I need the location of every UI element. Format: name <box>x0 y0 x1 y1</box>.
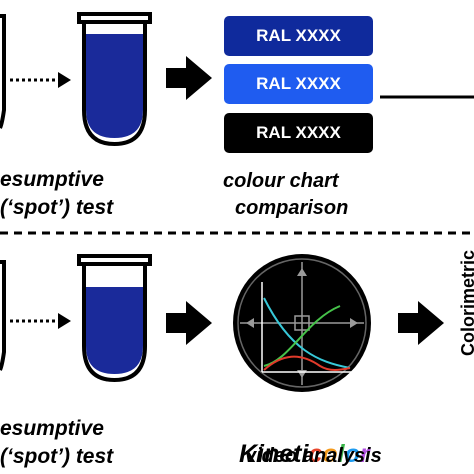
brand-letter-4: o <box>344 440 360 468</box>
colour-chart-label-line1: colour chart <box>223 170 339 192</box>
left-vessel-edge-top <box>0 14 6 129</box>
top-left-label-line1: esumptive <box>0 168 104 191</box>
color-swatch-2: RAL XXXX <box>224 64 373 104</box>
brand-letter-1: c <box>308 440 323 468</box>
video-analysis-label: video analysis <box>245 445 382 467</box>
left-vessel-edge-bottom <box>0 260 6 371</box>
colorimetric-label: Colorimetric <box>458 249 474 356</box>
test-tube-top <box>77 12 152 147</box>
dotted-arrow-head-bottom <box>58 313 71 329</box>
block-arrow-bottom-left <box>166 301 212 345</box>
top-left-label-line2: (‘spot’) test <box>0 196 114 219</box>
test-tube-bottom <box>77 254 152 383</box>
block-arrow-top <box>166 56 212 100</box>
brand-letter-3: l <box>337 440 345 468</box>
bottom-left-label-line2: (‘spot’) test <box>0 445 114 468</box>
bottom-left-label-line1: esumptive <box>0 417 104 440</box>
brand-part-1: Kineti <box>239 440 309 468</box>
tube-liquid-top <box>86 34 143 138</box>
color-swatch-3: RAL XXXX <box>224 113 373 153</box>
brand-letter-5: r <box>359 440 370 468</box>
colour-chart-label-line2: comparison <box>235 197 349 219</box>
block-arrow-bottom-right <box>398 301 444 345</box>
video-analysis-icon <box>233 254 371 392</box>
dotted-arrow-head-top <box>58 72 71 88</box>
kineticolor-brand: Kineticolor <box>239 440 370 469</box>
color-swatch-1: RAL XXXX <box>224 16 373 56</box>
tube-liquid-bottom <box>86 287 143 374</box>
brand-letter-2: o <box>322 440 338 468</box>
